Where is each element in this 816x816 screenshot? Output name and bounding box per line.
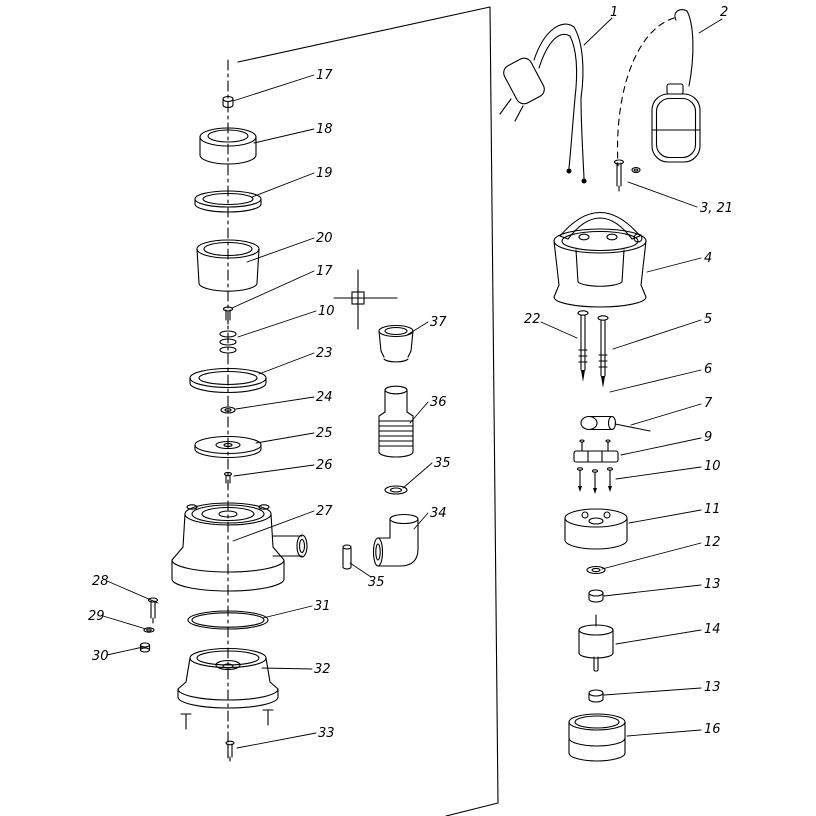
part-label: 10 — [318, 304, 335, 319]
part-35-pin-drawing — [342, 544, 352, 570]
part-label: 13 — [704, 680, 721, 695]
part-label: 13 — [704, 577, 721, 592]
part-12-washer-drawing — [586, 565, 606, 575]
part-label: 14 — [704, 622, 721, 637]
part-label: 6 — [704, 362, 712, 377]
part-34-elbow-drawing — [372, 513, 419, 567]
part-label: 11 — [704, 502, 721, 517]
part-25-impeller-disc-drawing — [194, 435, 262, 459]
part-label: 17 — [316, 264, 333, 279]
part-label: 22 — [524, 312, 541, 327]
part-label: 37 — [430, 315, 447, 330]
part-label: 7 — [704, 396, 713, 411]
part-label: 25 — [316, 426, 333, 441]
part-label: 5 — [704, 312, 712, 327]
part-label: 4 — [704, 251, 712, 266]
leader-lines — [102, 17, 723, 749]
part-label: 27 — [316, 504, 333, 519]
part-label: 20 — [316, 231, 333, 246]
part-36-threaded-adapter-drawing — [378, 385, 414, 458]
part-13-nut-lower-drawing — [588, 689, 604, 703]
part-17-lower-screw-drawing — [222, 306, 234, 325]
part-3-21-screw-washer-drawing — [613, 159, 641, 192]
part-27-pump-housing-drawing — [171, 502, 308, 592]
part-label: 16 — [704, 722, 721, 737]
part-label: 17 — [316, 68, 333, 83]
part-23-ring-drawing — [189, 367, 267, 394]
part-label: 34 — [430, 506, 447, 521]
part-label: 32 — [314, 662, 331, 677]
part-4-top-cover-drawing — [553, 212, 647, 308]
part-label: 2 — [720, 5, 728, 20]
part-label: 18 — [316, 122, 333, 137]
part-label: 36 — [430, 395, 447, 410]
part-2-float-switch-drawing — [616, 9, 701, 167]
part-labels: 17 18 19 20 17 10 23 24 25 26 27 37 36 3… — [88, 5, 733, 741]
part-label: 9 — [704, 430, 712, 445]
part-20-cup-drawing — [196, 239, 260, 292]
part-17-top-screw-drawing — [222, 95, 234, 109]
part-28-29-30-fasteners-drawing — [139, 597, 159, 653]
part-11-stator-drawing — [564, 508, 628, 550]
part-label: 3, 21 — [700, 201, 733, 216]
part-label: 1 — [610, 5, 618, 20]
part-33-screws-drawing — [180, 709, 274, 762]
part-37-hose-fitting-drawing — [378, 324, 414, 363]
separator-plane — [237, 6, 499, 816]
part-1-power-plug-drawing — [499, 23, 587, 184]
part-14-rotor-drawing — [578, 614, 614, 672]
part-31-oring-drawing — [187, 610, 269, 630]
part-label: 35 — [368, 575, 385, 590]
part-label: 29 — [88, 609, 105, 624]
part-label: 30 — [92, 649, 109, 664]
part-label: 10 — [704, 459, 721, 474]
part-label: 28 — [92, 574, 109, 589]
part-label: 33 — [318, 726, 335, 741]
part-13-nut-upper-drawing — [588, 589, 604, 603]
part-label: 23 — [316, 346, 333, 361]
part-label: 12 — [704, 535, 721, 550]
part-label: 19 — [316, 166, 333, 181]
part-10-washer-stack-drawing — [219, 330, 237, 354]
part-label: 24 — [316, 390, 333, 405]
part-35-washer-drawing — [384, 485, 408, 495]
part-16-motor-housing-drawing — [568, 713, 626, 762]
part-19-gasket-drawing — [194, 190, 262, 213]
part-label: 35 — [434, 456, 451, 471]
part-label: 26 — [316, 458, 333, 473]
crosshair-marker — [333, 269, 398, 330]
part-22-bolts-drawing — [577, 310, 609, 388]
part-24-washer-drawing — [220, 406, 236, 414]
part-7-cable-clamp-drawing — [580, 415, 651, 432]
part-10-pins-drawing — [576, 467, 614, 494]
part-18-cap-drawing — [199, 127, 257, 165]
part-26-screw-drawing — [223, 471, 233, 488]
part-32-base-strainer-drawing — [177, 647, 279, 709]
part-9-terminal-block-drawing — [573, 439, 619, 463]
part-label: 31 — [314, 599, 331, 614]
